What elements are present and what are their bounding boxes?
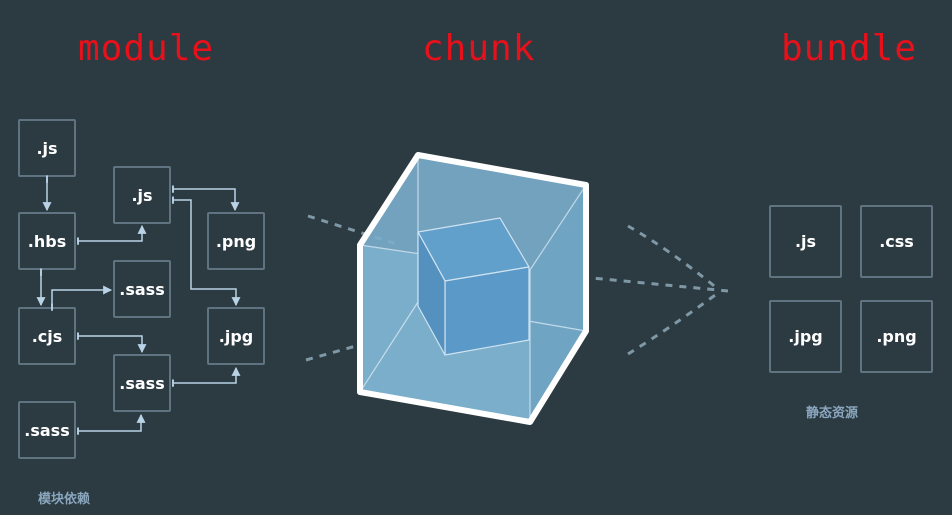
- module-jpg: .jpg: [207, 307, 265, 365]
- bundle-jpg: .jpg: [769, 300, 842, 373]
- module-cjs: .cjs: [18, 307, 76, 365]
- module-caption: 模块依赖: [38, 492, 91, 507]
- dep-arrow-cjs-sassb: [77, 332, 147, 354]
- module-title: module: [78, 28, 215, 69]
- module-sass-b: .sass: [113, 354, 171, 412]
- inner-cube-side: [417, 231, 446, 356]
- module-sass-c: .sass: [18, 401, 76, 459]
- chunk-title: chunk: [422, 28, 536, 69]
- inner-cube-front: [444, 266, 530, 356]
- flow-line-out-top: [627, 224, 719, 291]
- dep-arrow-cjs-sass: [51, 285, 113, 311]
- dep-arrow-hbs-js: [77, 224, 147, 245]
- flow-line-in-top: [307, 214, 401, 247]
- bundle-title: bundle: [781, 28, 918, 69]
- dep-arrow-js-jpg: [172, 196, 241, 307]
- chunk-cube: [357, 152, 589, 425]
- bundle-css: .css: [860, 205, 933, 278]
- bundle-png: .png: [860, 300, 933, 373]
- module-sass-a: .sass: [113, 260, 171, 318]
- bundle-js: .js: [769, 205, 842, 278]
- dep-arrow-sassc-sassb: [77, 413, 146, 435]
- module-js-mid: .js: [113, 166, 171, 224]
- flow-line-out-bottom: [627, 291, 719, 356]
- flow-line-in-bottom: [305, 333, 396, 362]
- dep-arrow-sassb-jpg: [172, 366, 241, 387]
- module-hbs: .hbs: [18, 212, 76, 270]
- bundle-caption: 静态资源: [806, 406, 859, 421]
